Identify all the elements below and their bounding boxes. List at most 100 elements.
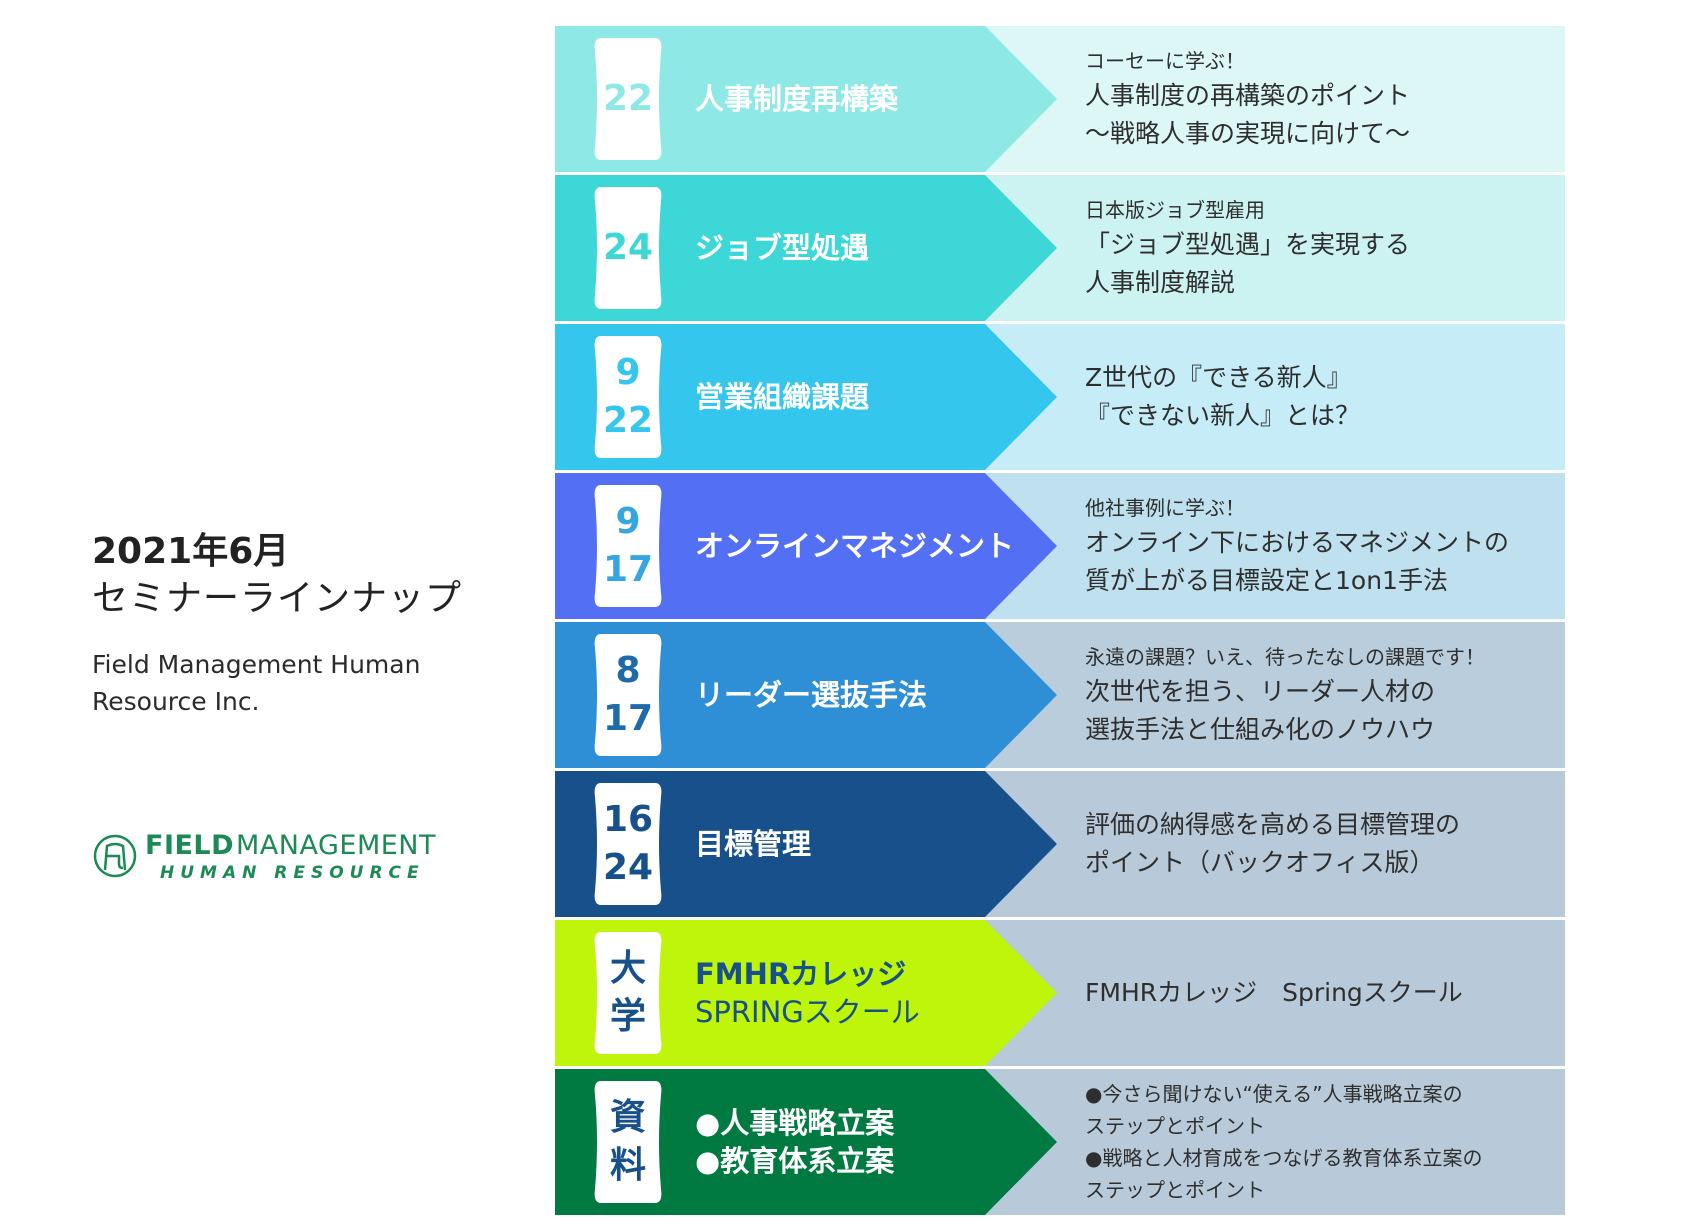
badge-text: 8	[615, 650, 641, 691]
badge-shape	[594, 187, 662, 309]
description-line: 「ジョブ型処遇」を実現する	[1085, 230, 1411, 259]
description-subtitle: 永遠の課題？いえ、待ったなしの課題です！	[1085, 645, 1485, 669]
logo-word-human-resource: HUMAN RESOURCE	[160, 863, 425, 883]
description-line: FMHRカレッジ Springスクール	[1085, 978, 1463, 1007]
title-arrow	[555, 473, 1057, 619]
seminar-title: 目標管理	[695, 827, 812, 861]
description-line: オンライン下におけるマネジメントの	[1085, 528, 1510, 557]
title-arrow	[555, 771, 1057, 917]
page-title: セミナーラインナップ	[92, 578, 463, 619]
badge-shape	[594, 336, 662, 458]
title-arrow	[555, 26, 1057, 172]
description-subtitle: コーセーに学ぶ！	[1085, 49, 1245, 73]
description-line: 〜戦略人事の実現に向けて〜	[1085, 119, 1411, 148]
seminar-description: 評価の納得感を高める目標管理のポイント（バックオフィス版）	[1085, 806, 1555, 882]
badge-shape	[594, 485, 662, 607]
row-arrow-shape	[555, 175, 1565, 321]
badge-text: 学	[609, 996, 646, 1037]
description-line: 人事制度解説	[1085, 268, 1236, 297]
page-title-date: 2021年6月	[92, 531, 290, 572]
seminar-description: Z世代の『できる新人』『できない新人』とは？	[1085, 359, 1555, 435]
description-subtitle: 日本版ジョブ型雇用	[1085, 198, 1265, 222]
seminar-title: 営業組織課題	[695, 380, 870, 414]
badge-shape	[594, 932, 662, 1054]
seminar-title: SPRINGスクール	[695, 995, 920, 1029]
logo-word-management: MANAGEMENT	[236, 830, 436, 861]
badge-text: 資	[609, 1097, 646, 1138]
description-line: 評価の納得感を高める目標管理の	[1085, 810, 1461, 839]
seminar-title: ●人事戦略立案	[695, 1106, 895, 1140]
description-line: 質が上がる目標設定と1on1手法	[1085, 566, 1448, 595]
description-line: ポイント（バックオフィス版）	[1085, 848, 1435, 877]
seminar-title: リーダー選抜手法	[695, 678, 928, 712]
seminar-row: 24 ジョブ型処遇 日本版ジョブ型雇用「ジョブ型処遇」を実現する人事制度解説	[555, 175, 1565, 321]
seminar-row: 22 人事制度再構築 コーセーに学ぶ！ 人事制度の再構築のポイント〜戦略人事の実現に向…	[555, 26, 1565, 172]
title-arrow	[555, 1069, 1057, 1215]
description-line: Z世代の『できる新人』	[1085, 363, 1352, 392]
row-arrow-shape	[555, 473, 1565, 619]
date-badge: 22	[593, 38, 663, 160]
badge-shape	[594, 783, 662, 905]
seminar-list: 22 人事制度再構築 コーセーに学ぶ！ 人事制度の再構築のポイント〜戦略人事の実現に向…	[555, 26, 1565, 1218]
seminar-title: ジョブ型処遇	[695, 231, 870, 265]
description-line: 人事制度の再構築のポイント	[1085, 81, 1411, 110]
row-arrow-shape	[555, 622, 1565, 768]
title-arrow	[555, 920, 1057, 1066]
badge-text: 24	[602, 227, 654, 268]
description-subtitle: ステップとポイント	[1085, 1178, 1265, 1202]
description-subtitle: ステップとポイント	[1085, 1114, 1265, 1138]
company-name-line1: Field Management Human	[92, 650, 421, 679]
seminar-title: ●教育体系立案	[695, 1144, 895, 1178]
badge-text: 料	[609, 1145, 646, 1186]
badge-text: 大	[609, 948, 646, 989]
seminar-row: 資料 ●人事戦略立案 ●教育体系立案 ●今さら聞けない“使える”人事戦略立案のステップ…	[555, 1069, 1565, 1215]
seminar-title: FMHRカレッジ	[695, 957, 907, 991]
description-line: 選抜手法と仕組み化のノウハウ	[1085, 715, 1436, 744]
badge-text: 9	[615, 352, 641, 393]
seminar-description: ●今さら聞けない“使える”人事戦略立案のステップとポイント●戦略と人材育成をつな…	[1085, 1078, 1555, 1206]
date-badge: 24	[593, 187, 663, 309]
company-name: Field Management Human Resource Inc.	[92, 646, 512, 720]
title-arrow	[555, 324, 1057, 470]
badge-text: 17	[602, 698, 654, 739]
logo-mark-icon	[93, 834, 137, 878]
badge-text: 22	[602, 78, 654, 119]
description-subtitle: ●戦略と人材育成をつなげる教育体系立案の	[1085, 1146, 1483, 1170]
seminar-row: 大学 FMHRカレッジ SPRINGスクール FMHRカレッジ Springスクール	[555, 920, 1565, 1066]
description-line: 次世代を担う、リーダー人材の	[1085, 677, 1436, 706]
row-arrow-shape	[555, 324, 1565, 470]
heading-block: 2021年6月 セミナーラインナップ Field Management Huma…	[92, 530, 512, 720]
row-arrow-shape	[555, 920, 1565, 1066]
description-subtitle: 他社事例に学ぶ！	[1085, 496, 1245, 520]
logo-word-field: FIELD	[145, 830, 235, 861]
badge-text: 16	[602, 799, 654, 840]
description-line: 『できない新人』とは？	[1085, 401, 1361, 430]
row-arrow-shape	[555, 26, 1565, 172]
seminar-description: 他社事例に学ぶ！ オンライン下におけるマネジメントの質が上がる目標設定と1on1手…	[1085, 492, 1555, 600]
seminar-title: オンラインマネジメント	[695, 529, 1015, 563]
seminar-title: 人事制度再構築	[695, 82, 899, 116]
badge-shape	[594, 634, 662, 756]
company-logo: FIELD MANAGEMENT HUMAN RESOURCE	[92, 830, 452, 890]
seminar-description: コーセーに学ぶ！ 人事制度の再構築のポイント〜戦略人事の実現に向けて〜	[1085, 45, 1555, 153]
badge-shape	[594, 38, 662, 160]
date-badge: 大学	[593, 932, 663, 1054]
date-badge: 資料	[593, 1081, 663, 1203]
seminar-description: FMHRカレッジ Springスクール	[1085, 974, 1555, 1012]
row-arrow-shape	[555, 771, 1565, 917]
badge-text: 17	[602, 549, 654, 590]
seminar-description: 日本版ジョブ型雇用「ジョブ型処遇」を実現する人事制度解説	[1085, 194, 1555, 302]
seminar-description: 永遠の課題？いえ、待ったなしの課題です！ 次世代を担う、リーダー人材の選抜手法と仕…	[1085, 641, 1555, 749]
badge-text: 24	[602, 847, 654, 888]
badge-shape	[594, 1081, 662, 1203]
company-name-line2: Resource Inc.	[92, 687, 260, 716]
badge-text: 9	[615, 501, 641, 542]
title-arrow	[555, 622, 1057, 768]
